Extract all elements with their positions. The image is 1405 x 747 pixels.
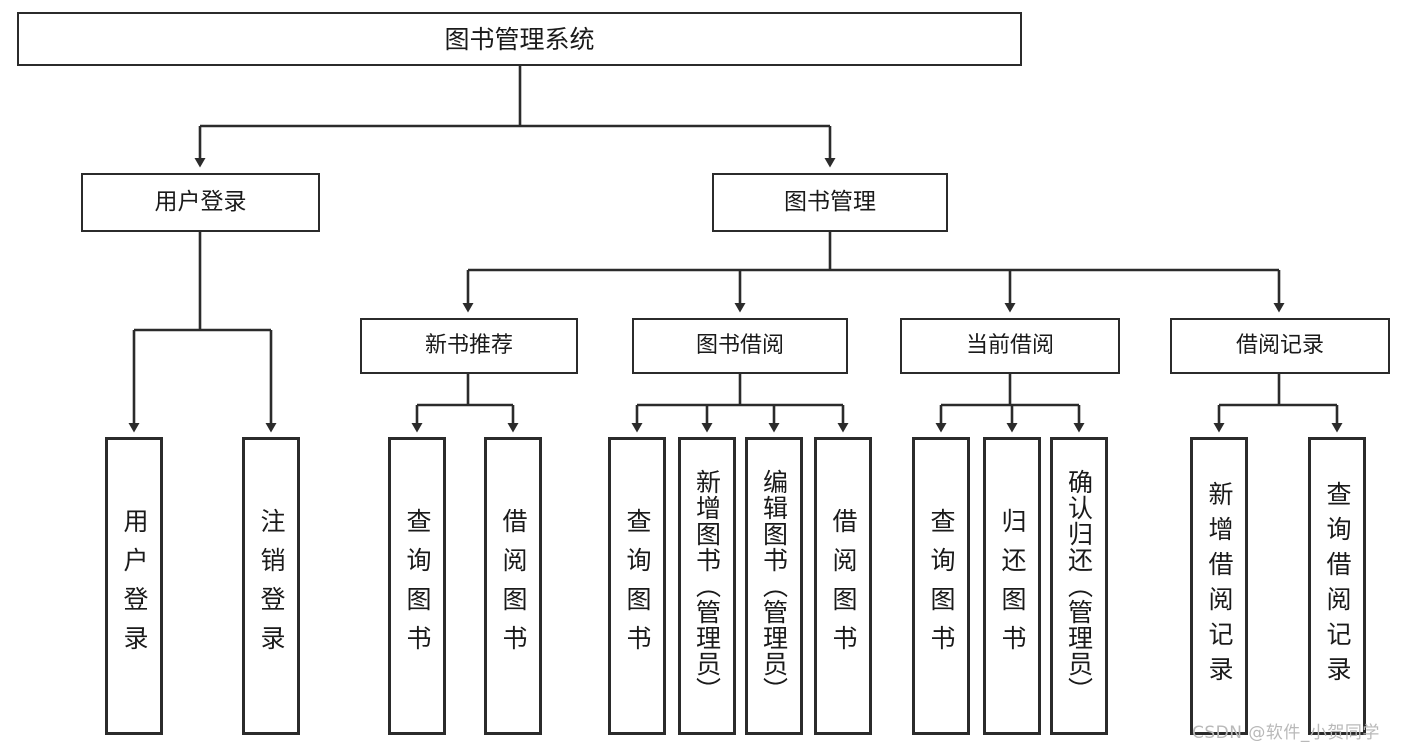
node-leaf-query-book-rec[interactable]: 查询图书 [388,437,446,735]
node-leaf-add-record[interactable]: 新增借阅记录 [1190,437,1248,735]
node-leaf-return-book-label: 归还图书 [998,508,1027,664]
node-leaf-borrow-book-rec[interactable]: 借阅图书 [484,437,542,735]
node-user-login[interactable]: 用户登录 [81,173,320,232]
node-root[interactable]: 图书管理系统 [17,12,1022,66]
node-book-borrow[interactable]: 图书借阅 [632,318,848,374]
node-leaf-edit-book[interactable]: 编辑图书（管理员） [745,437,803,735]
node-leaf-return-book[interactable]: 归还图书 [983,437,1041,735]
node-leaf-user-login[interactable]: 用户登录 [105,437,163,735]
node-new-book-rec-label: 新书推荐 [424,333,513,358]
node-leaf-borrow-book[interactable]: 借阅图书 [814,437,872,735]
node-book-manage-label: 图书管理 [784,189,876,215]
node-leaf-query-book-cur-label: 查询图书 [927,508,956,664]
node-leaf-user-logout[interactable]: 注销登录 [242,437,300,735]
node-new-book-rec[interactable]: 新书推荐 [360,318,578,374]
node-leaf-borrow-book-rec-label: 借阅图书 [499,508,528,664]
node-user-login-label: 用户登录 [154,189,247,215]
node-leaf-confirm-return-label: 确认归还（管理员） [1064,469,1094,703]
node-borrow-record[interactable]: 借阅记录 [1170,318,1390,374]
node-borrow-record-label: 借阅记录 [1235,333,1324,358]
node-leaf-query-record-label: 查询借阅记录 [1323,481,1352,691]
node-book-manage[interactable]: 图书管理 [712,173,948,232]
node-leaf-user-login-label: 用户登录 [120,508,149,664]
node-leaf-query-book-bor[interactable]: 查询图书 [608,437,666,735]
csdn-watermark: CSDN @软件_小贺同学 [1192,723,1380,743]
node-root-label: 图书管理系统 [444,24,595,54]
node-leaf-add-record-label: 新增借阅记录 [1205,481,1234,691]
node-leaf-query-book-bor-label: 查询图书 [623,508,652,664]
node-leaf-query-book-rec-label: 查询图书 [403,508,432,664]
node-book-borrow-label: 图书借阅 [695,333,784,358]
node-leaf-user-logout-label: 注销登录 [257,508,286,664]
node-leaf-query-book-cur[interactable]: 查询图书 [912,437,970,735]
node-leaf-add-book-label: 新增图书（管理员） [692,469,722,703]
node-leaf-confirm-return[interactable]: 确认归还（管理员） [1050,437,1108,735]
node-leaf-edit-book-label: 编辑图书（管理员） [759,469,789,703]
node-current-borrow-label: 当前借阅 [965,333,1054,358]
node-leaf-borrow-book-label: 借阅图书 [829,508,858,664]
node-current-borrow[interactable]: 当前借阅 [900,318,1120,374]
node-leaf-query-record[interactable]: 查询借阅记录 [1308,437,1366,735]
node-leaf-add-book[interactable]: 新增图书（管理员） [678,437,736,735]
